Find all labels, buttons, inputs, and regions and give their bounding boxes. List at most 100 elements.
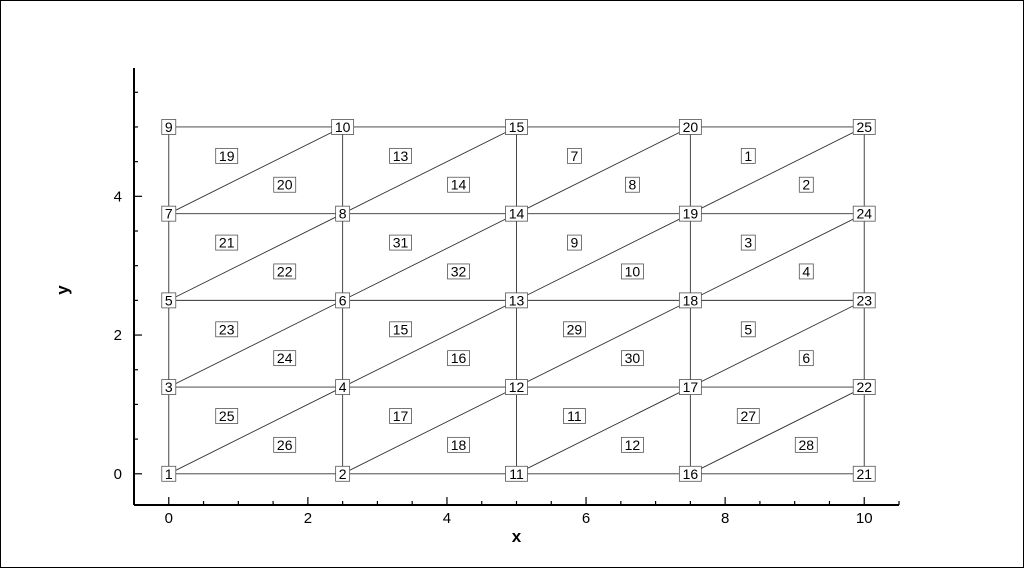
node-label-box	[335, 205, 351, 222]
node-label-box	[161, 379, 177, 395]
element-label-text: 30	[625, 350, 641, 366]
element-label-box	[621, 263, 644, 280]
element-label-text: 19	[219, 148, 235, 164]
element-label: 21	[215, 234, 239, 251]
element-label-text: 11	[567, 408, 582, 424]
element-label-box	[447, 350, 470, 367]
element-label: 26	[273, 436, 297, 453]
element-label: 9	[567, 235, 582, 251]
node-label-box	[852, 119, 876, 135]
node-label-box	[852, 465, 876, 482]
node-label-text: 17	[683, 379, 699, 395]
node-label: 3	[161, 379, 177, 395]
element-label-text: 16	[451, 350, 467, 366]
element-label: 5	[740, 321, 756, 337]
element-label-text: 7	[571, 148, 579, 164]
element-label: 19	[215, 148, 239, 164]
node-label: 20	[678, 119, 702, 135]
x-tick-label: 0	[165, 510, 173, 527]
element-label-text: 2	[802, 177, 810, 193]
element-label-box	[740, 234, 756, 251]
element-label: 16	[447, 350, 470, 367]
mesh-edge	[690, 126, 865, 215]
node-label: 19	[678, 206, 702, 222]
element-label: 25	[215, 408, 239, 424]
node-label-text: 25	[856, 119, 872, 135]
element-label: 12	[621, 436, 644, 453]
node-label-box	[161, 465, 177, 482]
element-label: 32	[447, 263, 470, 279]
mesh-edge	[168, 386, 343, 475]
node-label: 1	[161, 465, 177, 482]
node-label-box	[678, 465, 702, 482]
element-label-box	[740, 147, 756, 164]
node-label: 5	[161, 292, 177, 309]
element-label-box	[563, 321, 586, 338]
node-label-text: 12	[509, 379, 525, 395]
node-label-text: 8	[339, 206, 347, 222]
element-label-box	[273, 263, 297, 280]
element-label: 20	[273, 176, 297, 193]
x-tick-label: 8	[721, 510, 729, 527]
element-label-box	[798, 176, 814, 193]
element-label-text: 21	[219, 235, 235, 251]
mesh-edge	[342, 126, 517, 215]
element-label-box	[215, 234, 239, 251]
element-label-text: 6	[802, 350, 810, 366]
mesh-edge	[342, 299, 517, 388]
node-label: 18	[678, 292, 702, 308]
node-label: 6	[335, 292, 351, 308]
element-label-box	[273, 176, 297, 193]
node-label-box	[678, 119, 702, 135]
node-label-text: 18	[683, 292, 699, 308]
element-labels: 1920212223242526131431321516171878910293…	[215, 147, 818, 453]
element-label-text: 28	[799, 437, 815, 453]
node-label: 4	[335, 379, 351, 395]
node-label-text: 11	[509, 466, 524, 482]
element-label-box	[273, 436, 297, 453]
element-label-text: 24	[277, 350, 293, 366]
y-axis-label: y	[53, 285, 72, 295]
element-label-text: 9	[571, 235, 579, 251]
element-label-box	[389, 234, 412, 251]
element-label-box	[447, 436, 470, 453]
node-label-box	[161, 292, 177, 309]
element-label: 7	[567, 148, 582, 164]
node-label-text: 1	[165, 466, 173, 482]
y-tick-label: 2	[114, 327, 122, 344]
element-label-box	[563, 408, 586, 424]
element-label-box	[215, 321, 239, 338]
element-label-text: 12	[625, 437, 641, 453]
node-label-text: 15	[509, 119, 525, 135]
element-label: 23	[215, 321, 239, 338]
element-label-box	[389, 408, 412, 424]
element-label: 6	[798, 350, 814, 366]
node-label: 23	[852, 292, 876, 308]
element-label-box	[621, 436, 644, 453]
mesh-edge	[516, 299, 691, 388]
x-tick-label: 6	[582, 510, 590, 527]
node-label: 22	[852, 379, 876, 395]
node-label-box	[505, 292, 528, 309]
element-label: 28	[794, 436, 818, 453]
mesh-edge	[168, 126, 343, 215]
element-label: 11	[563, 408, 586, 424]
mesh-edge	[516, 213, 691, 301]
element-label-text: 20	[277, 177, 293, 193]
element-label: 27	[736, 408, 760, 424]
node-label: 25	[852, 119, 876, 135]
node-label-box	[505, 379, 528, 395]
x-tick-label: 2	[304, 510, 312, 527]
node-label-text: 14	[509, 206, 525, 222]
element-label-text: 13	[393, 148, 409, 164]
x-tick-label: 10	[856, 510, 873, 527]
node-label: 13	[505, 292, 528, 309]
element-label-text: 4	[802, 263, 810, 279]
node-label-box	[161, 205, 177, 222]
element-label-box	[621, 350, 644, 367]
element-label: 18	[447, 436, 470, 453]
mesh-edge	[516, 386, 691, 475]
node-label-text: 5	[165, 292, 173, 308]
element-label-text: 31	[393, 235, 409, 251]
element-label-box	[794, 436, 818, 453]
